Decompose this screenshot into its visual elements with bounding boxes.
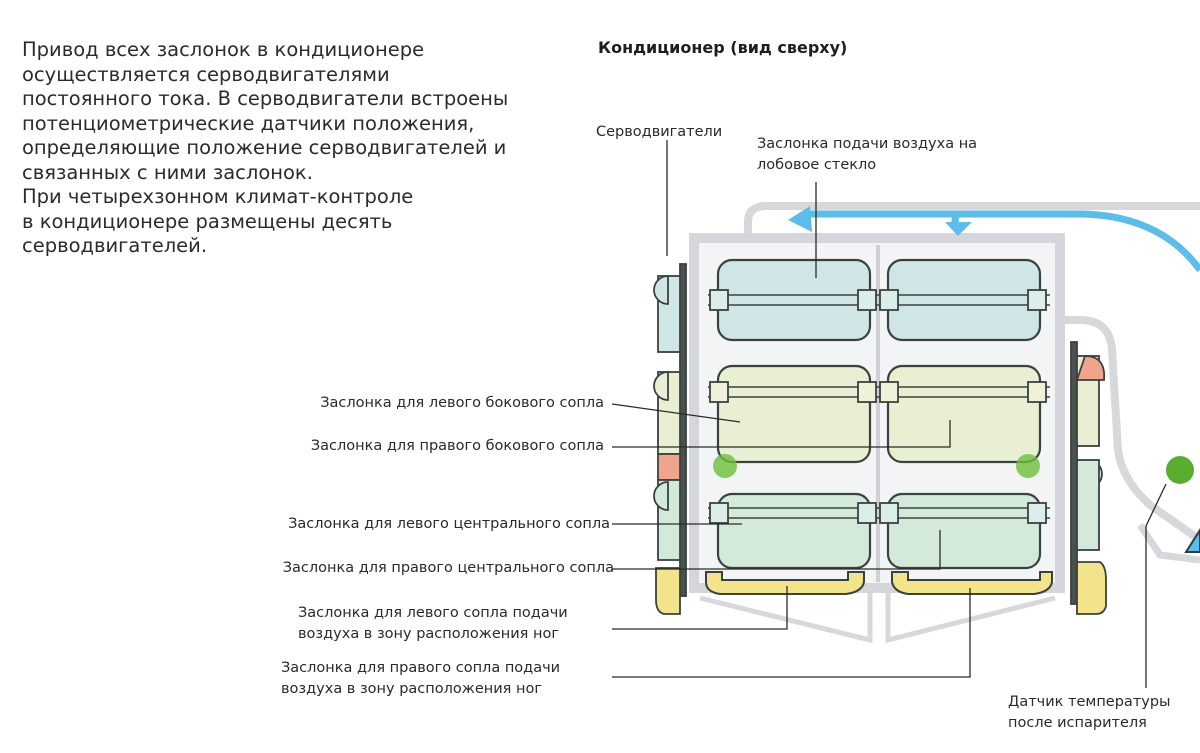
intro-line: Привод всех заслонок в кондиционере: [22, 38, 425, 61]
intro-text: Привод всех заслонок в кондиционере осущ…: [22, 38, 562, 259]
label-line: Заслонка подачи воздуха на: [757, 136, 978, 152]
intro-line: связанных с ними заслонок.: [22, 160, 313, 184]
top-duct: [744, 202, 1200, 240]
leader-lines: [611, 140, 1167, 688]
label-right-footwell: Заслонка для правого сопла подачи воздух…: [281, 658, 560, 700]
footwell-flaps: [705, 571, 1053, 595]
housing: [699, 202, 1200, 644]
leader-evaporator-sensor: [1145, 483, 1167, 688]
bottom-right-funnel: [885, 590, 1056, 644]
servomotors-right: [1070, 341, 1107, 615]
indicator-dot-left: [713, 454, 737, 478]
intro-line: потенциометрические датчики положения,: [22, 111, 475, 135]
label-right-side-vent: Заслонка для правого бокового сопла: [310, 438, 604, 454]
right-duct: [1060, 316, 1200, 544]
leader-right-footwell: [612, 588, 971, 678]
label-windshield-flap: Заслонка подачи воздуха на лобовое стекл…: [757, 134, 977, 176]
label-line: Датчик температуры: [1008, 694, 1171, 710]
leader-right-center-vent: [612, 530, 941, 570]
label-line: лобовое стекло: [757, 157, 877, 173]
airflow-arrowhead-center: [945, 222, 972, 236]
airflow-arrowhead-left: [788, 206, 812, 232]
flap-shafts: [708, 289, 1050, 524]
side-vent-flaps: [716, 364, 1042, 464]
intro-line: осуществляется серводвигателями: [22, 62, 390, 86]
intro-line: При четырехзонном климат-контроле: [22, 185, 414, 208]
intro-line: в кондиционере размещены десять: [22, 209, 393, 233]
servomotors-left: [653, 263, 687, 615]
label-line: после испарителя: [1008, 715, 1147, 731]
label-line: Заслонка для левого сопла подачи: [298, 605, 568, 621]
bottom-left-funnel: [699, 590, 873, 644]
label-line: воздуха в зону расположения ног: [281, 681, 542, 697]
sensor-duct: [1137, 523, 1200, 564]
label-line: Заслонка для правого сопла подачи: [281, 660, 561, 676]
intro-line: постоянного тока. В серводвигатели встро…: [22, 87, 509, 110]
intro-line: определяющие положение серводвигателей и: [22, 136, 507, 159]
evaporator-core: [1184, 528, 1200, 553]
leader-right-side-vent: [612, 420, 951, 448]
label-right-center-vent: Заслонка для правого центрального сопла: [282, 560, 614, 576]
label-evaporator-sensor: Датчик температуры после испарителя: [1008, 692, 1171, 734]
evaporator-sensor: [1166, 456, 1194, 484]
center-vent-flaps: [716, 492, 1042, 570]
label-servomotors: Серводвигатели: [596, 124, 723, 140]
leader-left-footwell: [612, 586, 788, 630]
label-left-side-vent: Заслонка для левого бокового сопла: [320, 395, 604, 411]
windshield-flaps: [716, 258, 1042, 342]
indicator-dot-right: [1016, 454, 1040, 478]
label-line: воздуха в зону расположения ног: [298, 626, 559, 642]
intro-line: серводвигателей.: [22, 234, 208, 257]
airflow-arrow: [810, 210, 1200, 273]
label-left-center-vent: Заслонка для левого центрального сопла: [288, 516, 610, 532]
label-left-footwell: Заслонка для левого сопла подачи воздуха…: [298, 603, 568, 645]
leader-left-side-vent: [611, 403, 741, 423]
diagram-title: Кондиционер (вид сверху): [598, 38, 848, 57]
